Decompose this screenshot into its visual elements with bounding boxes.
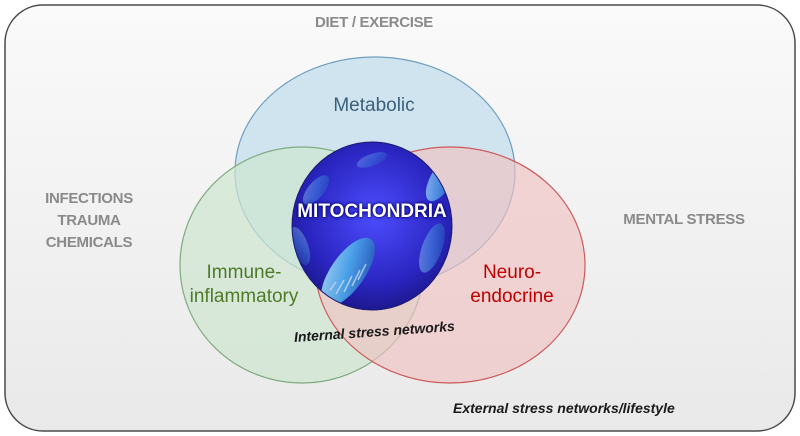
trauma-label: TRAUMA xyxy=(57,212,121,229)
infections-label: INFECTIONS xyxy=(45,190,133,207)
diet-exercise-label: DIET / EXERCISE xyxy=(314,14,434,31)
neuro-label-line1: Neuro- xyxy=(482,262,542,283)
external-stress-label: External stress networks/lifestyle xyxy=(453,400,675,416)
immune-label-line2: inflammatory xyxy=(189,286,299,307)
mental-stress-label: MENTAL STRESS xyxy=(623,211,745,228)
mitochondria-label: MITOCHONDRIA xyxy=(297,201,447,222)
metabolic-label: Metabolic xyxy=(333,95,415,116)
chemicals-label: CHEMICALS xyxy=(45,234,133,251)
neuro-label-line2: endocrine xyxy=(470,286,554,307)
immune-label-line1: Immune- xyxy=(206,262,282,283)
